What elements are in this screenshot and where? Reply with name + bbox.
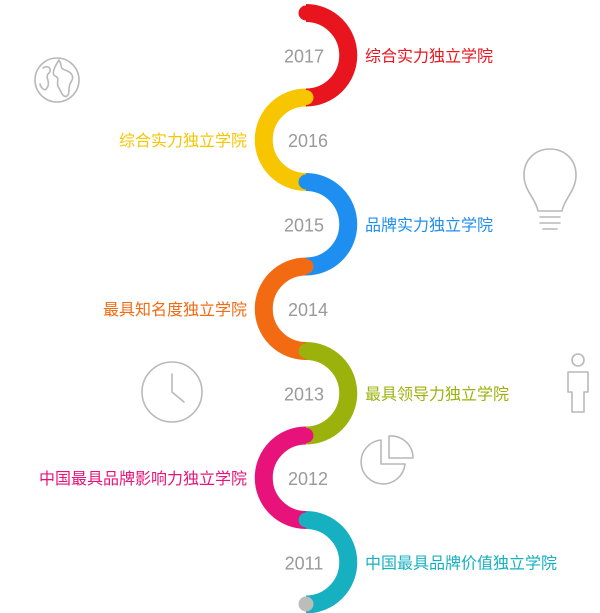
- timeline-arc: [254, 88, 307, 191]
- timeline-dots: [298, 5, 314, 612]
- timeline-year: 2017: [284, 46, 324, 66]
- timeline-end-dot: [298, 596, 314, 612]
- timeline-label: 中国最具品牌价值独立学院: [365, 553, 557, 572]
- timeline-dot: [298, 428, 314, 443]
- timeline-dot: [298, 259, 314, 274]
- timeline-dot: [298, 5, 314, 21]
- timeline-arc: [254, 257, 307, 360]
- timeline-arc: [254, 426, 307, 529]
- timeline-dot: [298, 512, 314, 528]
- timeline-label: 综合实力独立学院: [365, 46, 493, 65]
- timeline-years: 2017 2016 2015 2014 2013 2012 2011: [284, 46, 328, 573]
- timeline-year: 2016: [288, 131, 328, 151]
- timeline-arc: [305, 342, 358, 445]
- timeline-arc: [305, 173, 358, 276]
- timeline-year: 2015: [284, 215, 324, 235]
- timeline-year: 2014: [288, 300, 328, 320]
- timeline-arcs: [254, 4, 358, 613]
- timeline-year: 2012: [288, 469, 328, 489]
- timeline-year: 2011: [285, 553, 324, 573]
- person-icon: [567, 353, 589, 413]
- pie-chart-icon: [360, 435, 414, 485]
- timeline-labels: 综合实力独立学院综合实力独立学院品牌实力独立学院最具知名度独立学院最具领导力独立…: [39, 46, 557, 572]
- timeline-label: 品牌实力独立学院: [365, 215, 493, 234]
- timeline-dot: [298, 174, 314, 190]
- timeline-arc: [305, 4, 358, 107]
- timeline-label: 最具领导力独立学院: [365, 384, 509, 403]
- timeline-dot: [298, 90, 314, 105]
- timeline-dot: [298, 343, 314, 359]
- globe-icon: [34, 57, 80, 103]
- timeline-arc: [305, 511, 358, 613]
- clock-icon: [141, 361, 203, 423]
- timeline-label: 综合实力独立学院: [119, 131, 247, 150]
- lightbulb-icon: [523, 148, 577, 230]
- timeline-label: 最具知名度独立学院: [103, 300, 247, 319]
- timeline-year: 2013: [284, 384, 324, 404]
- timeline-label: 中国最具品牌影响力独立学院: [39, 469, 247, 488]
